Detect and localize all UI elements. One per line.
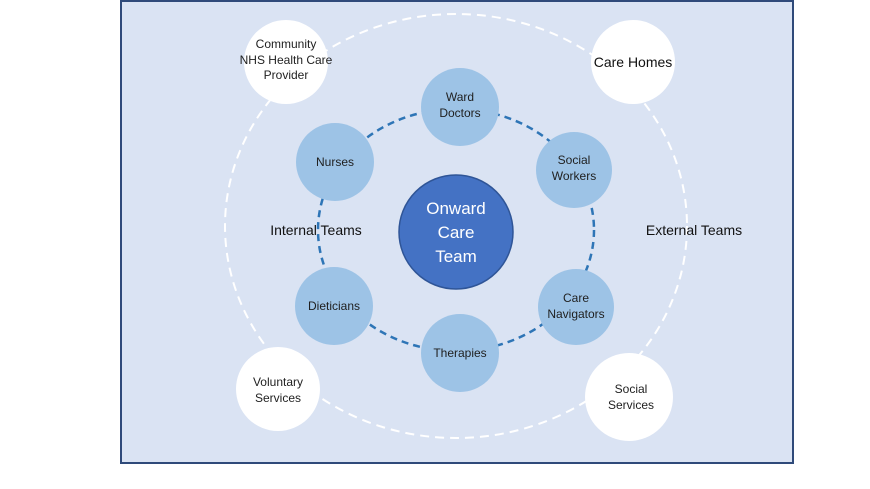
node-label-line: Voluntary [253,375,303,389]
node-label-line: Services [255,391,301,405]
external-node-community-nhs: Community NHS Health Care Provider [240,20,333,104]
center-node-onward-care-team: Onward Care Team [398,174,514,290]
node-label-line: Care Homes [594,54,673,70]
node-label-line: Social [615,382,648,396]
internal-node-nurses: Nurses [296,123,374,201]
node-label-line: Dieticians [308,299,360,313]
node-label-line: Ward [446,90,474,104]
node-label-line: Community [256,37,317,51]
external-node-care-homes: Care Homes [591,20,675,104]
node-label-line: NHS Health Care [240,53,333,67]
node-label-line: Doctors [439,106,480,120]
node-label-line: Services [608,398,654,412]
internal-node-social-workers: Social Workers [536,132,612,208]
center-label-line: Team [435,247,477,266]
internal-node-care-navigators: Care Navigators [538,269,614,345]
node-label-line: Therapies [433,346,486,360]
node-label-line: Care [563,291,589,305]
internal-teams-label: Internal Teams [270,222,362,238]
internal-node-dieticians: Dieticians [295,267,373,345]
node-label-line: Navigators [547,307,604,321]
external-teams-label: External Teams [646,222,742,238]
node-label-line: Workers [552,169,596,183]
center-label-line: Care [438,223,475,242]
node-label-line: Provider [264,68,309,82]
outer-dashed-ring [224,13,688,439]
center-label-line: Onward [426,199,486,218]
inner-dashed-ring [316,107,596,353]
node-label-line: Social [558,153,591,167]
external-node-voluntary-services: Voluntary Services [236,347,320,431]
internal-node-ward-doctors: Ward Doctors [421,68,499,146]
external-node-social-services: Social Services [585,353,673,441]
internal-node-therapies: Therapies [421,314,499,392]
node-label-line: Nurses [316,155,354,169]
